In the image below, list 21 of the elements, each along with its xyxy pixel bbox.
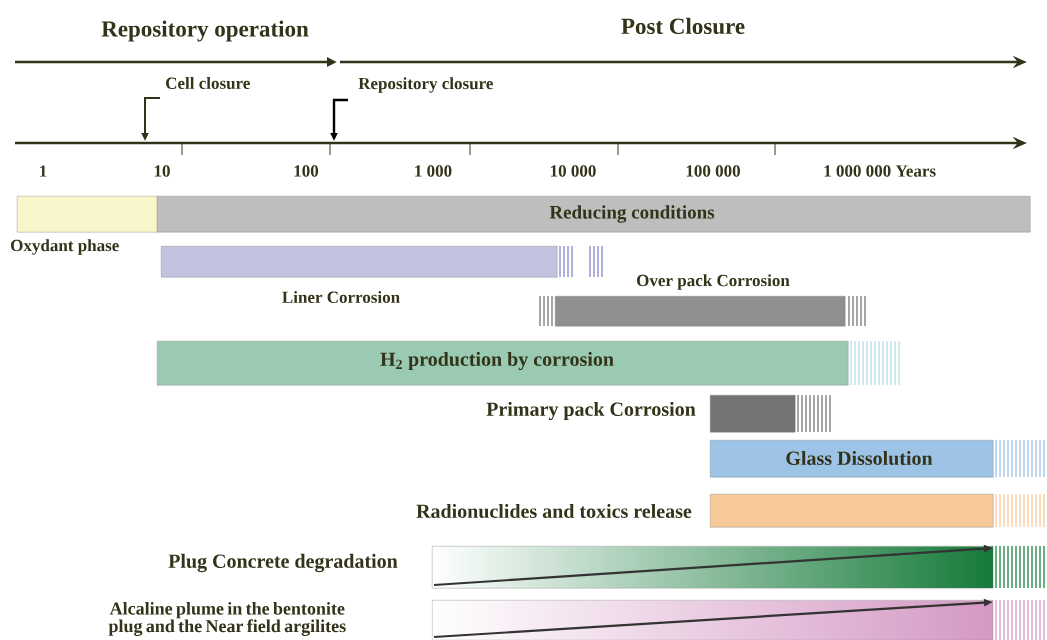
bar-label: Alcaline plume in the bentonite plug and the Near field argilites xyxy=(108,602,346,636)
event-label: Cell closure xyxy=(166,77,250,89)
bar-label: Glass Dissolution xyxy=(786,450,933,466)
tick-label: 1 000 xyxy=(415,165,452,177)
tick-label: 1 xyxy=(40,165,47,177)
bar-label: Liner Corrosion xyxy=(282,291,400,303)
bar-label: Radionuclides and toxics release xyxy=(416,503,692,519)
phase-label: Repository operation xyxy=(101,20,309,42)
phase-label: Post Closure xyxy=(621,17,745,35)
bar-label: Over pack Corrosion xyxy=(637,274,790,290)
bar-label: Oxydant phase xyxy=(11,239,119,255)
tick-label: 10 xyxy=(154,165,170,177)
tick-label: 10 000 xyxy=(551,165,596,177)
bar-label: Primary pack Corrosion xyxy=(486,401,696,421)
bar-label: Reducing conditions xyxy=(549,205,715,223)
event-label: Repository closure xyxy=(358,77,493,93)
tick-label: 100 000 xyxy=(686,165,740,177)
bar-label: Plug Concrete degradation xyxy=(168,553,398,573)
tick-label: 1 000 000 Years xyxy=(824,165,936,177)
tick-label: 100 xyxy=(294,165,319,177)
bar-label: H$_{2}$ production by corrosion xyxy=(380,351,614,371)
